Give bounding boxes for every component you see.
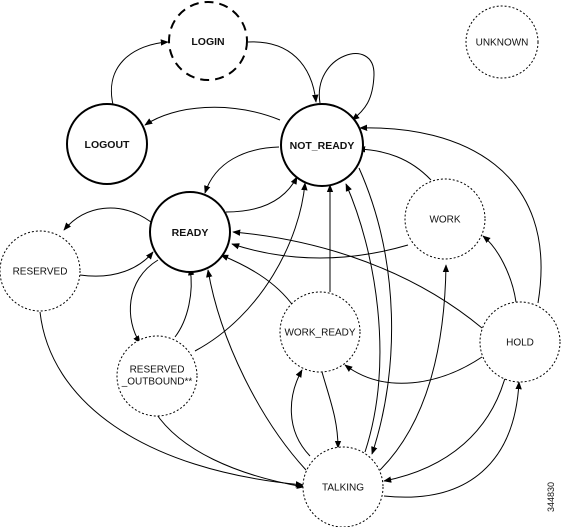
- edge-reserved-to-ready: [79, 251, 154, 277]
- edge-not-ready-to-talking: [358, 167, 393, 455]
- edge-reserved-outbound-to-not-ready: [194, 182, 308, 352]
- state-logout-circle: [66, 103, 148, 185]
- edge-talking-to-work-ready: [290, 369, 311, 457]
- state-talking-label: TALKING: [322, 483, 364, 494]
- edge-ready-to-reserved-outbound: [129, 259, 159, 344]
- edge-not-ready-to-logout: [144, 106, 281, 126]
- state-hold-label: HOLD: [506, 338, 534, 349]
- figure-id: 344830: [546, 482, 556, 512]
- state-reserved-outbound-label-line1: RESERVED: [130, 365, 185, 376]
- state-work-ready-circle: [279, 291, 361, 373]
- state-logout-label: LOGOUT: [85, 139, 130, 151]
- state-work-ready-label: WORK_READY: [284, 328, 355, 339]
- state-reserved-outbound-circle: [116, 335, 198, 417]
- state-not-ready-circle: [280, 103, 364, 187]
- edge-login-to-not-ready: [247, 41, 319, 103]
- state-reserved-outbound-label-line2: _OUTBOUND**: [121, 377, 193, 388]
- edge-ready-to-not-ready: [225, 176, 298, 213]
- state-work: WORK: [404, 178, 486, 260]
- state-login-label: LOGIN: [191, 36, 224, 48]
- state-work-ready: WORK_READY: [279, 291, 361, 373]
- edge-ready-to-reserved: [63, 207, 152, 231]
- edge-reserved-to-talking: [39, 311, 304, 488]
- edge-work-ready-to-ready: [220, 254, 295, 308]
- edge-hold-to-work: [482, 235, 517, 303]
- edge-hold-to-talking: [383, 377, 506, 483]
- edge-logout-to-login: [110, 39, 169, 113]
- state-unknown: UNKNOWN: [465, 5, 539, 79]
- state-talking: TALKING: [302, 446, 384, 527]
- edge-work-to-ready: [231, 243, 409, 259]
- state-reserved: RESERVED: [0, 230, 81, 312]
- state-reserved-label: RESERVED: [13, 267, 68, 278]
- state-unknown-circle: [465, 5, 539, 79]
- edge-hold-to-work-ready: [344, 356, 483, 384]
- edge-reserved-outbound-to-ready: [174, 267, 195, 338]
- edge-reserved-outbound-to-talking: [154, 411, 305, 489]
- edge-talking-to-hold: [383, 381, 522, 498]
- edge-talking-to-not-ready: [345, 183, 381, 453]
- transition-arrows: [39, 39, 542, 498]
- state-login: LOGIN: [168, 1, 248, 81]
- state-not-ready-label: NOT_READY: [290, 140, 355, 152]
- edge-not-ready-self-loop: [318, 53, 375, 121]
- state-hold: HOLD: [479, 301, 561, 383]
- edge-hold-to-ready: [232, 229, 483, 329]
- state-talking-circle: [302, 446, 384, 527]
- state-ready-circle: [149, 191, 231, 273]
- state-hold-circle: [479, 301, 561, 383]
- edge-not-ready-to-ready: [204, 146, 280, 194]
- edge-talking-to-work: [379, 264, 450, 471]
- edge-work-to-not-ready: [357, 146, 432, 181]
- state-logout: LOGOUT: [66, 103, 148, 185]
- state-work-circle: [404, 178, 486, 260]
- state-ready: READY: [149, 191, 231, 273]
- state-unknown-label: UNKNOWN: [476, 38, 529, 49]
- state-work-label: WORK: [429, 215, 460, 226]
- edge-work-ready-to-talking: [321, 371, 342, 449]
- state-reserved-circle: [0, 230, 81, 312]
- edge-talking-to-ready: [206, 269, 307, 471]
- state-reserved-outbound: RESERVED _OUTBOUND**: [116, 335, 198, 417]
- edge-hold-to-not-ready: [359, 124, 542, 304]
- state-login-circle: [168, 1, 248, 81]
- state-not-ready: NOT_READY: [280, 103, 364, 187]
- state-ready-label: READY: [172, 227, 209, 239]
